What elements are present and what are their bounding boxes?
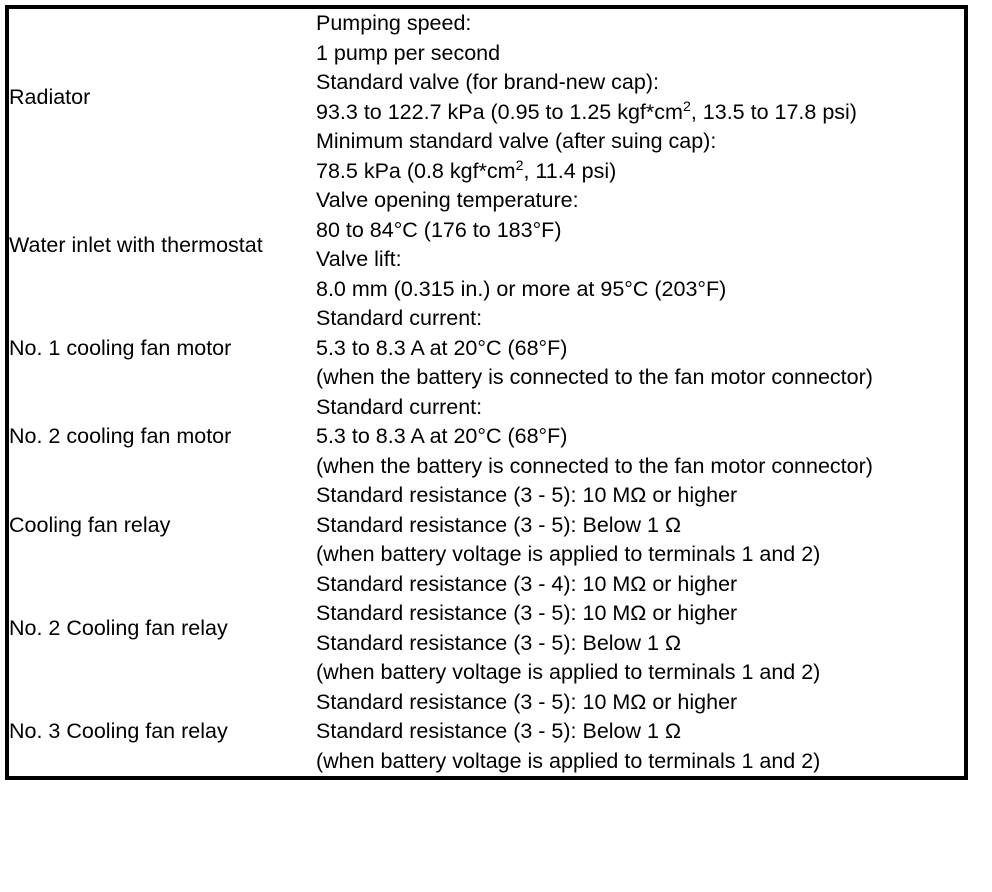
- table-row: Cooling fan relay Standard resistance (3 …: [7, 481, 966, 570]
- component-label-cell: No. 2 Cooling fan relay: [7, 570, 316, 688]
- spec-line: Minimum standard valve (after suing cap)…: [316, 129, 717, 153]
- table-row: Water inlet with thermostat Valve opening…: [7, 186, 966, 304]
- specification-cell: Standard current: 5.3 to 8.3 A at 20°C (6…: [316, 393, 966, 482]
- spec-line: 5.3 to 8.3 A at 20°C (68°F): [316, 335, 568, 360]
- spec-line: Standard current:: [316, 306, 483, 330]
- component-label: Cooling fan relay: [9, 512, 171, 537]
- spec-line: (when the battery is connected to the fa…: [316, 453, 873, 478]
- component-label-cell: No. 3 Cooling fan relay: [7, 688, 316, 779]
- component-label: Radiator: [9, 85, 91, 109]
- spec-line: Standard resistance (3 - 5): 10 MΩ or hi…: [316, 689, 738, 714]
- component-label: No. 2 Cooling fan relay: [9, 616, 228, 640]
- spec-line: Standard valve (for brand-new cap):: [316, 70, 659, 94]
- spec-line: 8.0 mm (0.315 in.) or more at 95°C (203°…: [316, 276, 727, 301]
- spec-line: 5.3 to 8.3 A at 20°C (68°F): [316, 424, 568, 448]
- spec-line: (when battery voltage is applied to term…: [316, 542, 821, 566]
- component-label-cell: No. 1 cooling fan motor: [7, 304, 316, 393]
- spec-line: Standard resistance (3 - 5): Below 1 Ω: [316, 630, 682, 655]
- component-label-cell: Cooling fan relay: [7, 481, 316, 570]
- spec-line: Valve opening temperature:: [316, 188, 579, 212]
- spec-line: Valve lift:: [316, 247, 402, 271]
- specification-subrows: Valve opening temperature: 80 to 84°C (17…: [316, 186, 964, 304]
- specification-subcell: Valve lift: 8.0 mm (0.315 in.) or more at…: [316, 245, 964, 304]
- spec-line: 93.3 to 122.7 kPa (0.95 to 1.25 kgf*cm2,…: [316, 98, 857, 124]
- spec-line: 78.5 kPa (0.8 kgf*cm2, 11.4 psi): [316, 157, 617, 183]
- spec-line: (when battery voltage is applied to term…: [316, 748, 821, 773]
- component-label: No. 3 Cooling fan relay: [9, 719, 228, 744]
- component-label-cell: No. 2 cooling fan motor: [7, 393, 316, 482]
- component-label: No. 1 cooling fan motor: [9, 335, 232, 360]
- component-label-cell: Water inlet with thermostat: [7, 186, 316, 304]
- specification-cell: Standard resistance (3 - 5): 10 MΩ or hi…: [316, 688, 966, 779]
- spec-line: 80 to 84°C (176 to 183°F): [316, 217, 562, 242]
- spec-line: (when the battery is connected to the fa…: [316, 365, 873, 389]
- table-row: No. 2 cooling fan motor Standard current:…: [7, 393, 966, 482]
- specification-subrow: Valve lift: 8.0 mm (0.315 in.) or more at…: [316, 245, 964, 304]
- table-row: No. 3 Cooling fan relay Standard resistan…: [7, 688, 966, 779]
- spec-line: Pumping speed:: [316, 11, 472, 35]
- component-label: No. 2 cooling fan motor: [9, 424, 232, 449]
- specification-cell: Standard resistance (3 - 5): 10 MΩ or hi…: [316, 481, 966, 570]
- spec-line: Standard resistance (3 - 5): 10 MΩ or hi…: [316, 601, 738, 625]
- specification-subrow: Valve opening temperature: 80 to 84°C (17…: [316, 186, 964, 245]
- component-label: Water inlet with thermostat: [9, 232, 263, 257]
- specification-cell: Standard current: 5.3 to 8.3 A at 20°C (6…: [316, 304, 966, 393]
- spec-line: Standard current:: [316, 394, 483, 419]
- spec-line: 1 pump per second: [316, 40, 501, 65]
- specification-subcell: Valve opening temperature: 80 to 84°C (17…: [316, 186, 964, 245]
- spec-line: Standard resistance (3 - 5): Below 1 Ω: [316, 512, 682, 537]
- spec-line: Standard resistance (3 - 4): 10 MΩ or hi…: [316, 571, 738, 596]
- component-label-cell: Radiator: [7, 7, 316, 186]
- spec-line: Standard resistance (3 - 5): Below 1 Ω: [316, 719, 682, 743]
- specification-cell: Standard resistance (3 - 4): 10 MΩ or hi…: [316, 570, 966, 688]
- spec-line: Standard resistance (3 - 5): 10 MΩ or hi…: [316, 483, 738, 507]
- spec-line: (when battery voltage is applied to term…: [316, 660, 821, 684]
- specification-cell: Valve opening temperature: 80 to 84°C (17…: [316, 186, 966, 304]
- table-row: No. 1 cooling fan motor Standard current:…: [7, 304, 966, 393]
